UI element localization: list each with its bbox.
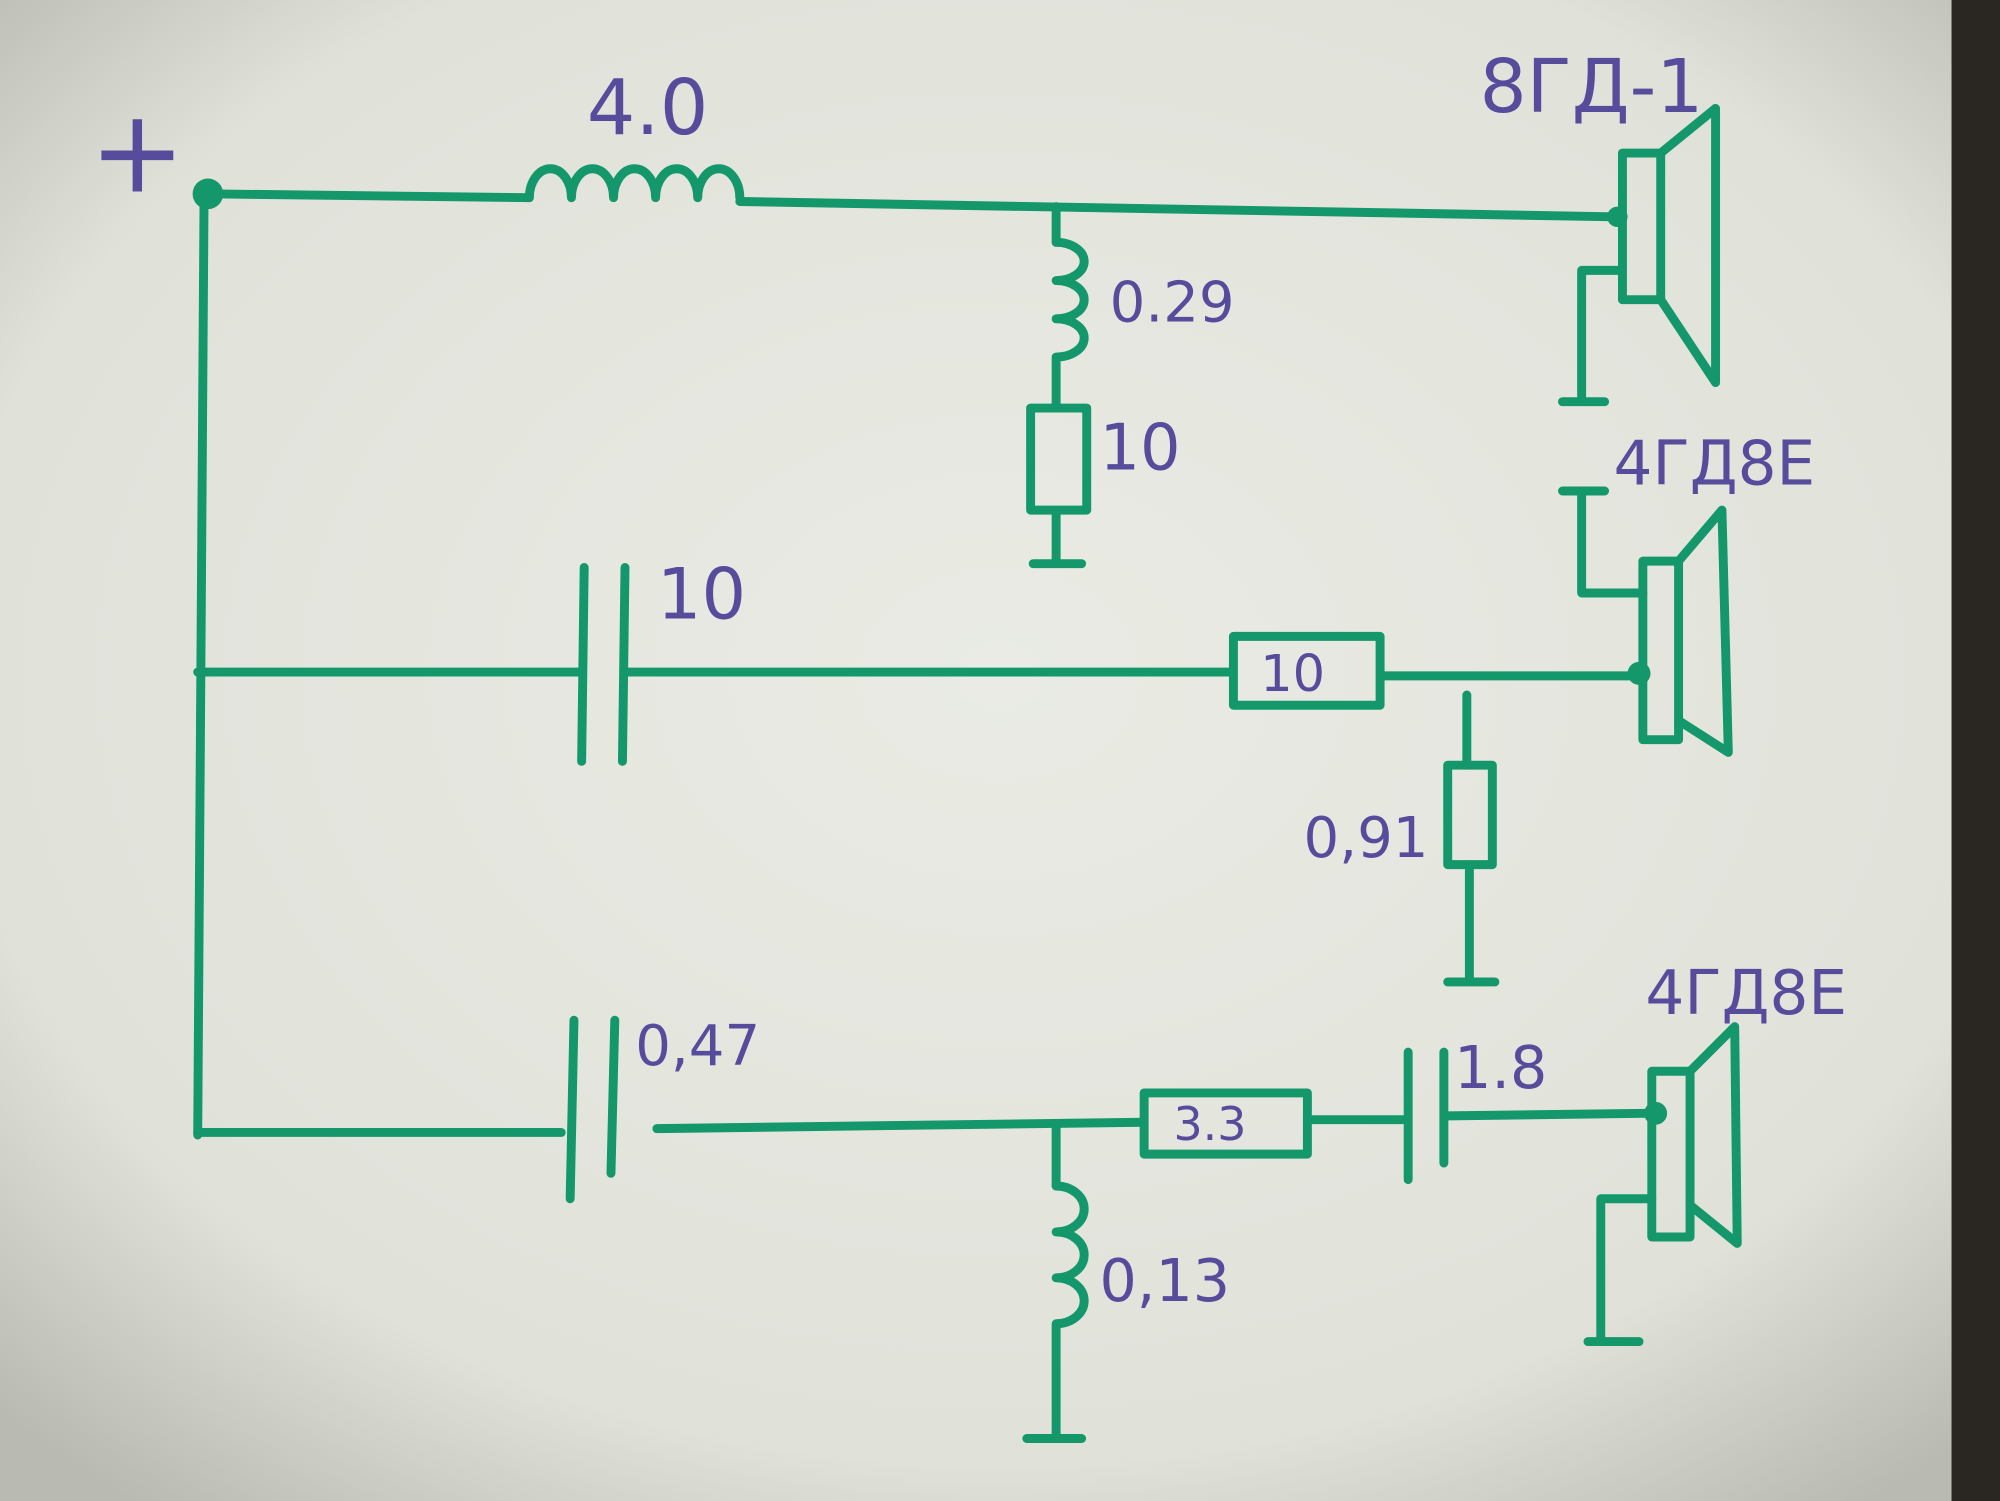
resistor-label: 10	[1099, 411, 1180, 485]
inductor-label: 0,13	[1099, 1247, 1230, 1315]
speaker-8gd-1	[1607, 103, 1721, 388]
wire	[1443, 1108, 1650, 1121]
wire	[203, 189, 534, 203]
ground-symbol	[1583, 1194, 1657, 1347]
ground-symbol	[1558, 265, 1627, 407]
speaker-label: 8ГД-1	[1480, 44, 1704, 130]
speaker-label: 4ГД8Е	[1645, 958, 1847, 1029]
ground-symbol	[1028, 505, 1087, 569]
wire	[652, 1117, 1149, 1134]
speaker-label: 4ГД8Е	[1614, 429, 1816, 500]
capacitor-0-47	[565, 1015, 620, 1204]
middle-branch: 10 10 0,91 4ГД8Е	[193, 429, 1816, 987]
top-branch: 4.0 0.29 10 8ГД-1	[203, 44, 1721, 569]
inductor-4-0	[524, 164, 745, 203]
resistor-10	[1228, 631, 1385, 710]
capacitor-label: 10	[657, 554, 746, 636]
ground-symbol	[1558, 486, 1648, 598]
inductor-0-29	[1051, 237, 1089, 413]
capacitor-1-8	[1403, 1047, 1449, 1185]
capacitor-label: 1.8	[1454, 1034, 1547, 1102]
resistor-label: 10	[1260, 645, 1325, 704]
left-bus-wire	[193, 189, 209, 1140]
capacitor-10	[577, 563, 630, 766]
resistor-label: 0,91	[1304, 806, 1429, 871]
inductor-0-13	[1051, 1181, 1089, 1440]
inductor-label: 0.29	[1110, 270, 1235, 335]
bottom-branch: 0,47 3.3 1.8 0,13 4ГД8Е	[193, 958, 1847, 1443]
dark-edge	[1951, 0, 2000, 1501]
ground-symbol	[1443, 860, 1500, 987]
speaker-4gd8e-bottom	[1644, 1022, 1742, 1248]
inductor-label: 4.0	[587, 64, 709, 153]
capacitor-label: 0,47	[635, 1014, 760, 1079]
speaker-4gd8e-middle	[1627, 505, 1733, 757]
plus-terminal-label: +	[89, 85, 185, 219]
resistor-label: 3.3	[1173, 1097, 1246, 1151]
wire	[735, 197, 1618, 222]
